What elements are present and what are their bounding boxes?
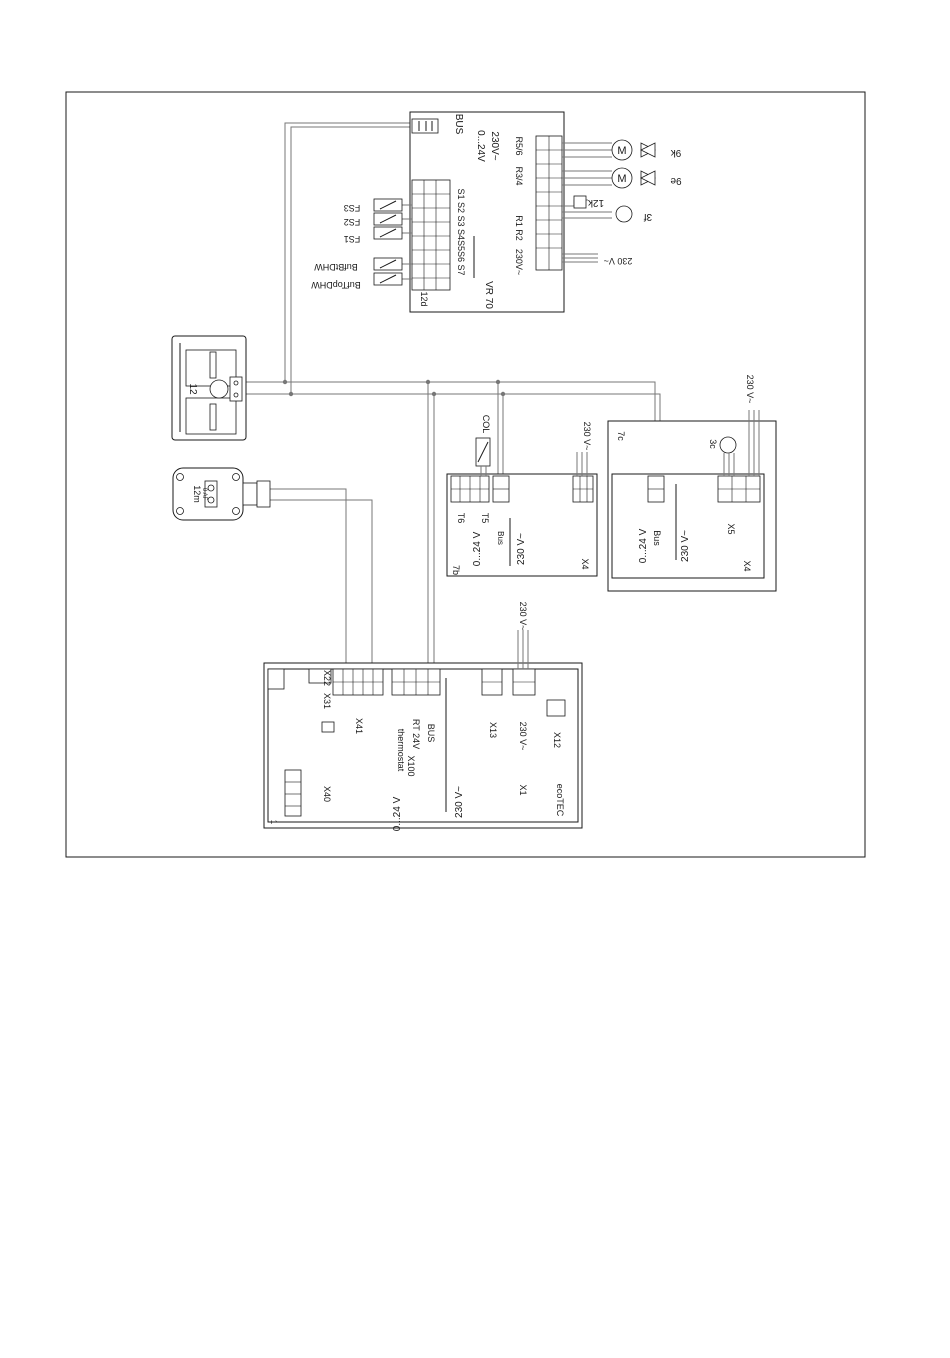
module-7c-id: 7c	[616, 431, 626, 441]
ecotec-x1: X1	[518, 784, 528, 795]
ecotec-boiler: 1 X40 X31 X22 X41 thermostat X100 RT 24V…	[263, 602, 583, 831]
motor-icon: M	[617, 145, 626, 157]
diagram-frame	[65, 91, 866, 858]
vr70-code: 12d	[419, 291, 429, 306]
module-7c: 7c 3c 230 V~ Bus X5 0...24 V 230 V~ X4	[607, 375, 777, 592]
vr70-r56: R5/6	[514, 136, 524, 155]
module-7c-bus: Bus	[652, 530, 662, 546]
vr70-r1r2: R1 R2	[514, 215, 524, 241]
ecotec-x22: X22	[322, 670, 332, 686]
module-7b-low: 0...24 V	[472, 531, 483, 566]
sensor-fs1: FS1	[344, 234, 361, 244]
motor-icon: M	[617, 173, 626, 185]
vr70-low-v: 0...24V	[475, 130, 486, 162]
module-7b-supply: 230 V~	[582, 422, 592, 451]
module-7c-low: 0...24 V	[638, 528, 649, 563]
ecotec-x13: X13	[488, 722, 498, 738]
ecotec-x100: X100	[406, 755, 416, 776]
vr70-sensors-top: S1 S2 S3 S4S5S6 S7	[456, 188, 466, 275]
sensor-buftopdhw: BufTopDHW	[311, 280, 361, 290]
vr70-high-v: 230V~	[489, 131, 500, 160]
ecotec-supply: 230 V~	[518, 602, 528, 631]
ecotec-230v: 230 V~	[518, 722, 528, 751]
vr70-module: BUS 12d S1 S2 S3 S4S5S6 S7 VR 70 0...24V…	[409, 111, 565, 313]
sensor-12m-label: 12m	[192, 485, 202, 503]
ecotec-x41: X41	[354, 718, 364, 734]
module-7b-t5: T5	[480, 513, 490, 524]
vr70-bus-label: BUS	[453, 114, 464, 135]
module-7c-supply: 230 V~	[745, 375, 755, 404]
actuator-9e: 9e	[670, 175, 682, 186]
module-7c-x5: X5	[726, 523, 736, 534]
outdoor-sensor-12m: 12m 0 AF	[172, 467, 271, 521]
sensor-12m-af: 0 AF	[201, 488, 207, 501]
module-7b-bus: Bus	[496, 531, 505, 545]
controller-12-label: 12	[187, 383, 198, 395]
ecotec-low: 0...24 V	[392, 796, 403, 831]
module-7b-t6: T6	[456, 513, 466, 524]
ecotec-bus: BUS	[426, 724, 436, 743]
module-7c-pump: 3c	[708, 439, 718, 449]
sensor-fs3: FS3	[344, 203, 361, 213]
ecotec-x31: X31	[322, 693, 332, 709]
ecotec-high: 230 V~	[454, 786, 465, 818]
module-7c-high: 230 V~	[680, 530, 691, 562]
vr70-sensors: FS3 FS2 FS1 BufBtDHW BufTopDHW	[311, 198, 412, 290]
module-7b-col: COL	[481, 415, 491, 434]
frame-label: 1	[269, 820, 278, 825]
module-7b: 7b T6 T5 Bus COL 0...24 V 230 V~ X4 230 …	[446, 415, 598, 577]
module-7b-x4: X4	[580, 558, 590, 569]
vr70-output-terminals	[536, 136, 562, 270]
ecotec-x40: X40	[322, 786, 332, 802]
module-7b-high: 230 V~	[516, 533, 527, 565]
vr70-actuators: M M 9k 9e 12k 3f 230 V~	[562, 139, 682, 266]
controller-12: 12	[171, 335, 247, 441]
actuator-9k: 9k	[670, 147, 682, 158]
ecotec-thermostat: thermostat	[396, 729, 406, 772]
actuator-12k: 12k	[587, 197, 604, 208]
vr70-model: VR 70	[483, 281, 494, 309]
vr70-r34: R3/4	[514, 166, 524, 185]
vr70-230v: 230V~	[514, 249, 524, 275]
actuator-3f: 3f	[644, 211, 653, 222]
ecotec-brand: ecoTEC	[555, 784, 565, 817]
module-7c-x4: X4	[742, 560, 752, 571]
ecotec-rt24: RT 24V	[411, 719, 421, 749]
vr70-supply: 230 V~	[604, 256, 633, 266]
sensor-bufbtdhw: BufBtDHW	[314, 262, 358, 272]
vr70-sensor-terminals	[412, 180, 450, 290]
ecotec-x12: X12	[552, 732, 562, 748]
sensor-fs2: FS2	[344, 217, 361, 227]
module-7b-id: 7b	[451, 565, 461, 575]
